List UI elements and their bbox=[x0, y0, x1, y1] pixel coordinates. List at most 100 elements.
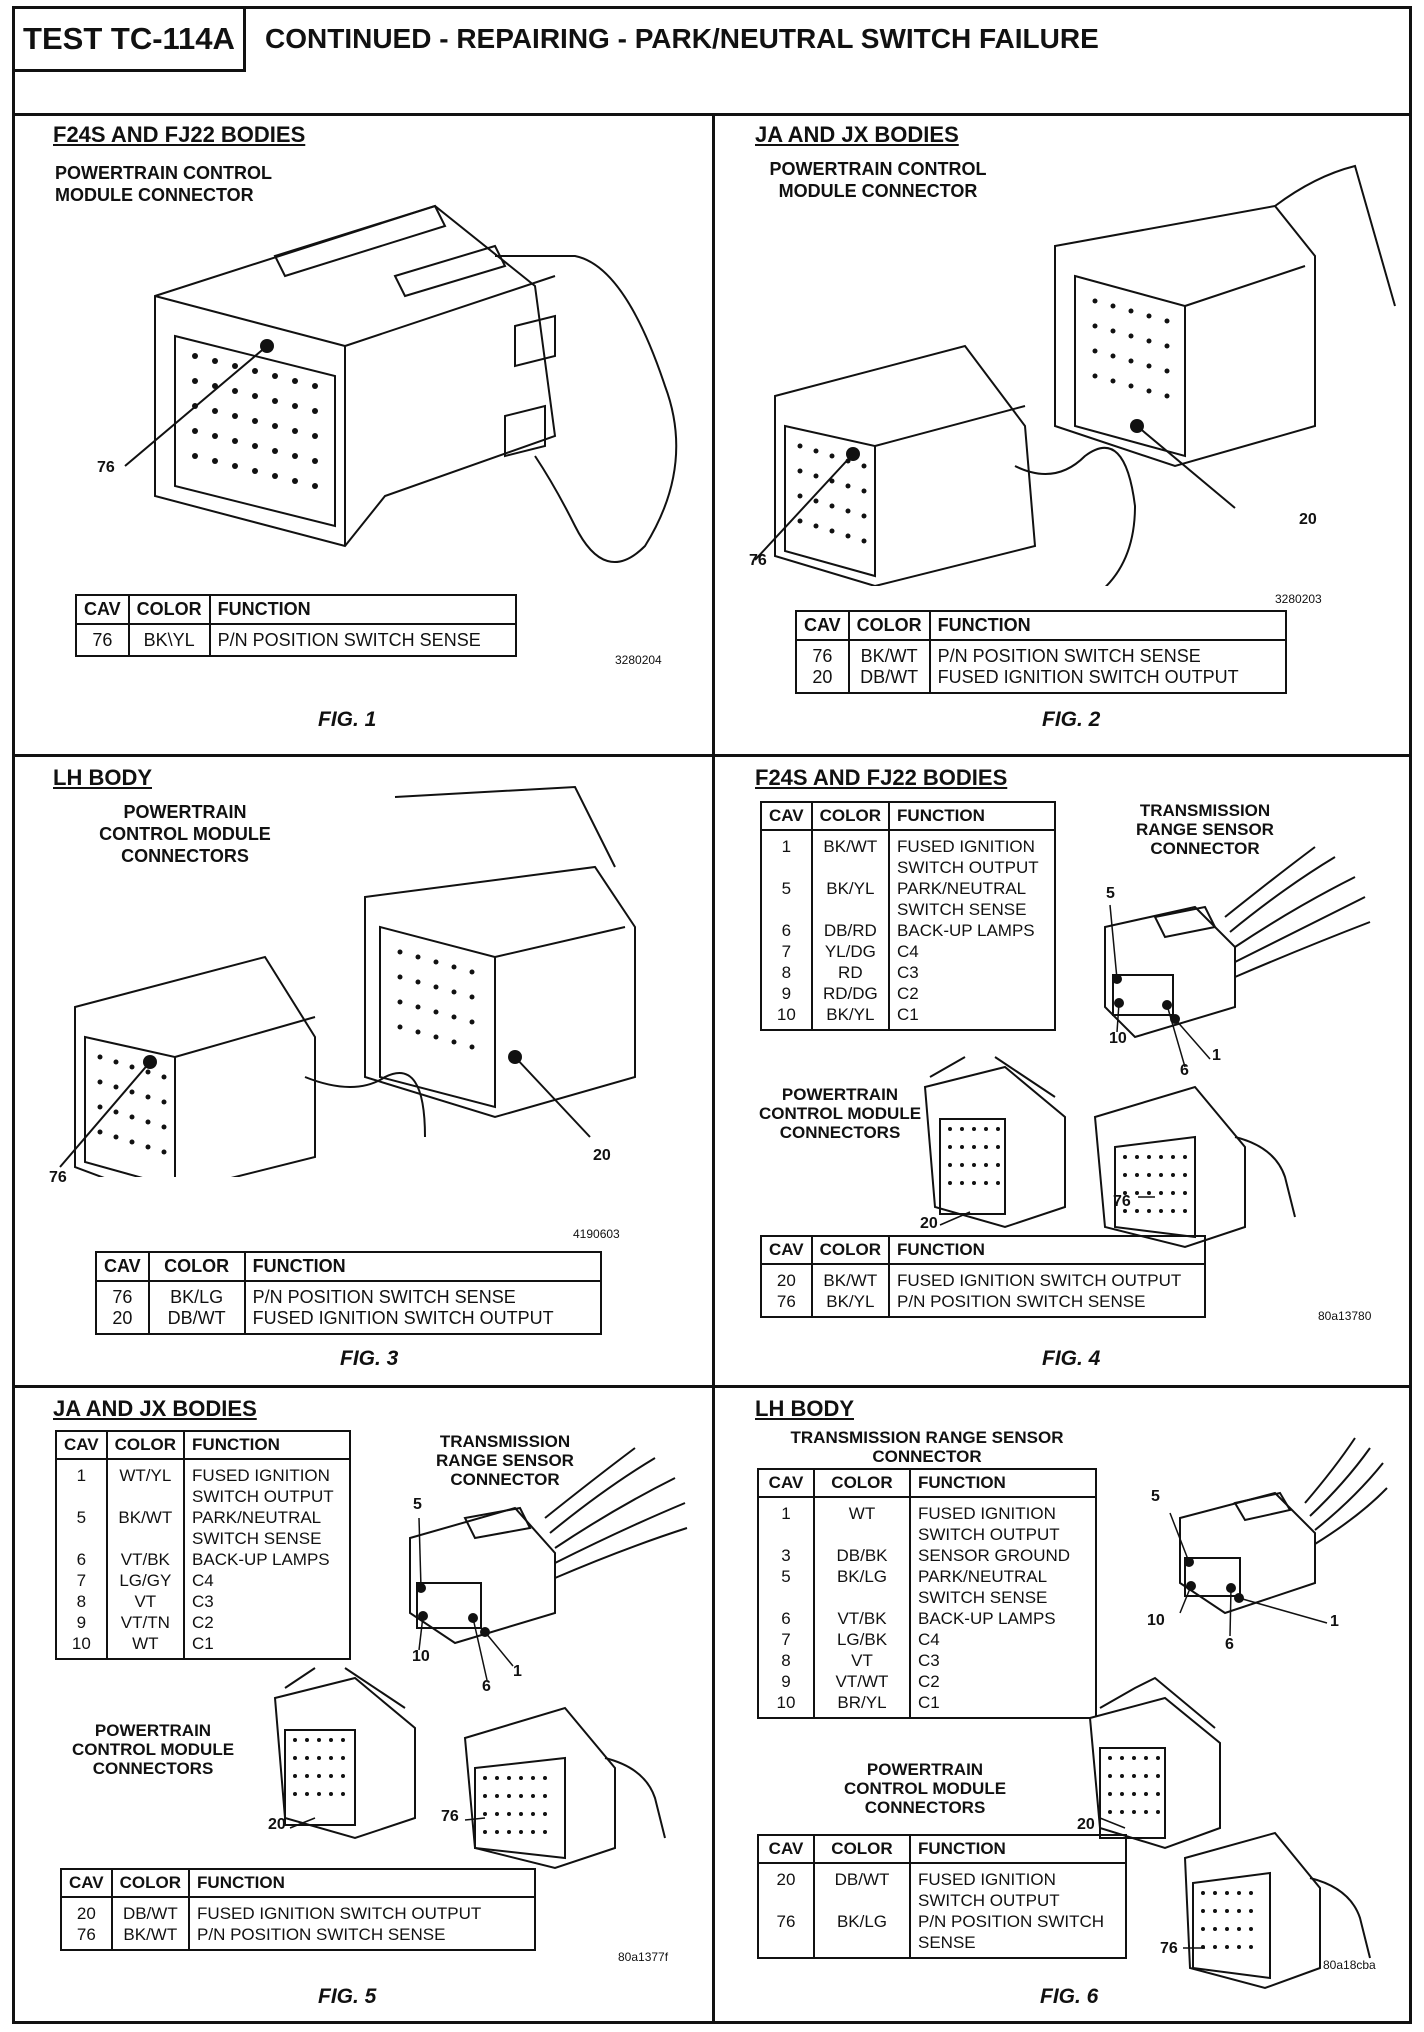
cell-cav: 6 bbox=[757, 1608, 815, 1629]
col-function: FUNCTION bbox=[909, 1834, 1127, 1864]
connector-label: POWERTRAIN CONTROL MODULE CONNECTOR bbox=[763, 158, 993, 202]
pin-76-leader bbox=[754, 453, 854, 561]
col-function: FUNCTION bbox=[183, 1430, 352, 1460]
cell-color: VT bbox=[813, 1650, 911, 1671]
pcm-pin-grid bbox=[293, 1738, 547, 1834]
figure-caption: FIG. 6 bbox=[1040, 1985, 1099, 2008]
cell-cav: 76 bbox=[95, 1281, 150, 1308]
row-divider-2 bbox=[15, 1385, 1409, 1388]
cell-cav: 20 bbox=[757, 1863, 815, 1911]
figure-caption: FIG. 2 bbox=[1042, 708, 1101, 731]
cell-function: C2 bbox=[909, 1671, 1097, 1692]
pcm-label-line: CONTROL MODULE bbox=[843, 1779, 1007, 1798]
cell-cav: 5 bbox=[55, 1507, 108, 1549]
sensor-connector-label: TRANSMISSION RANGE SENSOR CONNECTOR bbox=[1115, 801, 1295, 858]
cell-function: C3 bbox=[888, 962, 1057, 983]
col-cav: CAV bbox=[95, 1251, 150, 1282]
cell-color: BK/WT bbox=[810, 830, 891, 878]
cell-function: P/N POSITION SWITCH SENSE bbox=[888, 1291, 1207, 1318]
cell-function-line: PARK/NEUTRAL bbox=[192, 1508, 322, 1527]
pcm-connector-label: POWERTRAIN CONTROL MODULE CONNECTORS bbox=[750, 1085, 930, 1142]
cell-cav: 5 bbox=[760, 878, 813, 920]
pcm-label-line: CONTROL MODULE bbox=[758, 1104, 922, 1123]
col-cav: CAV bbox=[795, 610, 850, 641]
pcm-connectors bbox=[923, 1056, 1296, 1249]
connector-label-line: POWERTRAIN CONTROL bbox=[55, 163, 272, 183]
cell-function: C1 bbox=[888, 1004, 1057, 1031]
cell-color: BK/LG bbox=[813, 1566, 911, 1608]
cell-cav: 10 bbox=[760, 1004, 813, 1031]
panel-fig2: JA AND JX BODIES POWERTRAIN CONTROL MODU… bbox=[715, 116, 1412, 754]
cell-function-line: SWITCH OUTPUT bbox=[192, 1487, 334, 1506]
pcm-pin-20: 20 bbox=[268, 1816, 286, 1833]
pcm-pin-20: 20 bbox=[920, 1215, 938, 1232]
cell-function-line: PARK/NEUTRAL bbox=[897, 879, 1027, 898]
cell-cav: 20 bbox=[95, 1308, 150, 1335]
cell-function-line: SWITCH SENSE bbox=[918, 1588, 1048, 1607]
panel-title: LH BODY bbox=[755, 1396, 854, 1421]
sensor-pin-1: 1 bbox=[513, 1663, 522, 1680]
cell-color: DB/WT bbox=[110, 1897, 191, 1924]
cell-cav: 1 bbox=[55, 1459, 108, 1507]
figure-caption: FIG. 3 bbox=[340, 1347, 399, 1370]
pcm-connector-label: POWERTRAIN CONTROL MODULE CONNECTORS bbox=[775, 1760, 1075, 1817]
pin-20-leader bbox=[1136, 425, 1236, 509]
cell-function-line: FUSED IGNITION bbox=[918, 1504, 1056, 1523]
sensor-pin-1: 1 bbox=[1212, 1047, 1221, 1064]
cell-color: DB/WT bbox=[847, 667, 931, 694]
pcm-connectors bbox=[1088, 1676, 1371, 1990]
panel-fig6: LH BODY TRANSMISSION RANGE SENSOR CONNEC… bbox=[715, 1388, 1412, 2021]
diagram-page: TEST TC-114A CONTINUED - REPAIRING - PAR… bbox=[12, 6, 1412, 2024]
figure-code: 80a13780 bbox=[1318, 1309, 1372, 1323]
cell-color: VT/TN bbox=[105, 1612, 186, 1633]
pcm-label-line: CONNECTORS bbox=[864, 1798, 986, 1817]
sensor-pin-1: 1 bbox=[1330, 1613, 1339, 1630]
pin-label-76: 76 bbox=[49, 1169, 67, 1186]
cell-cav: 20 bbox=[795, 667, 850, 694]
sensor-pin-5: 5 bbox=[1106, 885, 1115, 902]
pcm-label-line: POWERTRAIN bbox=[94, 1721, 212, 1740]
cell-function: P/N POSITION SWITCH SENSE bbox=[208, 624, 517, 657]
cell-function: BACK-UP LAMPS bbox=[888, 920, 1057, 941]
cell-function: C4 bbox=[183, 1570, 352, 1591]
col-color: COLOR bbox=[847, 610, 931, 641]
pin-grid bbox=[797, 298, 1170, 544]
cell-function: C2 bbox=[888, 983, 1057, 1004]
panel-title: F24S AND FJ22 BODIES bbox=[755, 765, 1008, 790]
panel-title: JA AND JX BODIES bbox=[755, 122, 959, 147]
sensor-pin-5: 5 bbox=[413, 1496, 422, 1513]
cell-function-line: P/N POSITION SWITCH bbox=[918, 1912, 1105, 1931]
cell-cav: 76 bbox=[757, 1911, 815, 1959]
sensor-label-line: TRANSMISSION bbox=[439, 1432, 571, 1451]
panel-title: LH BODY bbox=[53, 765, 152, 790]
col-color: COLOR bbox=[127, 594, 211, 625]
cell-color: DB/BK bbox=[813, 1545, 911, 1566]
pcm-label-line: CONTROL MODULE bbox=[71, 1740, 235, 1759]
figure-caption: FIG. 5 bbox=[318, 1985, 377, 2008]
sensor-pin-10: 10 bbox=[1109, 1030, 1127, 1047]
col-color: COLOR bbox=[810, 1235, 891, 1265]
sensor-connector bbox=[409, 1447, 688, 1645]
connector-label-line: MODULE CONNECTOR bbox=[778, 181, 978, 201]
cell-color: LG/BK bbox=[813, 1629, 911, 1650]
pcm-connectors-illustration bbox=[754, 164, 1396, 586]
col-color: COLOR bbox=[110, 1868, 191, 1898]
cell-cav: 8 bbox=[757, 1650, 815, 1671]
sensor-label-line: TRANSMISSION RANGE SENSOR bbox=[790, 1428, 1064, 1447]
figure-caption: FIG. 1 bbox=[318, 708, 377, 731]
pcm-pin-76: 76 bbox=[441, 1808, 459, 1825]
